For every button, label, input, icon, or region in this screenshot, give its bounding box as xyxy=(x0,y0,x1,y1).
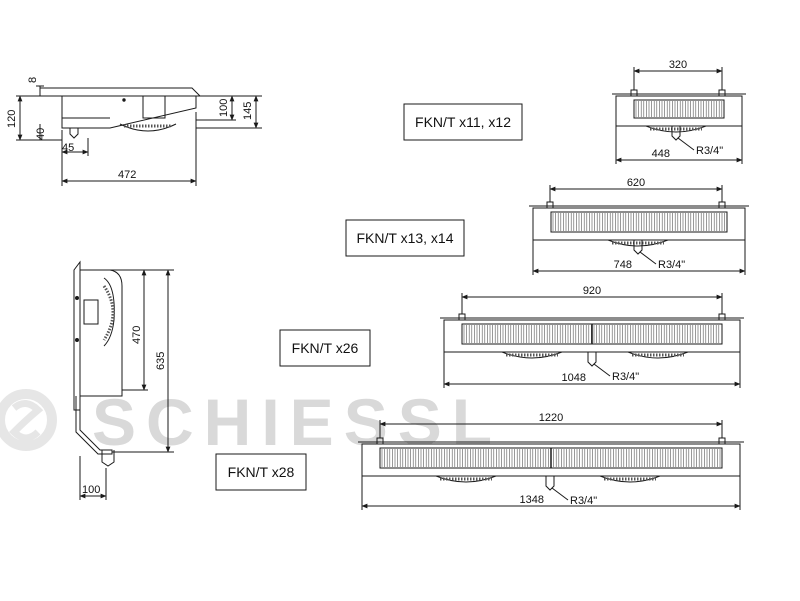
unit-fan-icon xyxy=(501,351,563,359)
unit-fan-icon xyxy=(607,239,669,247)
unit-view-2 xyxy=(529,185,749,275)
model-label-4: FKN/T x28 xyxy=(228,464,295,480)
dim-100-front: 100 xyxy=(82,484,100,496)
unit-top-dim: 320 xyxy=(669,59,687,71)
unit-connection: R3/4" xyxy=(570,495,597,507)
unit-fan-icon xyxy=(645,125,707,133)
unit-coil-fins-icon xyxy=(635,101,723,117)
model-label-2: FKN/T x13, x14 xyxy=(356,230,453,246)
dim-40: 40 xyxy=(35,128,47,140)
unit-coil-fins-icon xyxy=(381,449,721,467)
unit-leader xyxy=(639,251,657,265)
unit-view-1 xyxy=(612,67,746,164)
unit-bottom-dim: 1348 xyxy=(520,494,544,506)
unit-fan-icon xyxy=(599,475,661,483)
unit-bracket xyxy=(546,201,554,209)
unit-drain xyxy=(587,352,597,367)
unit-bracket xyxy=(718,89,726,97)
unit-coil-fins-icon xyxy=(552,213,725,231)
label-box-4 xyxy=(215,453,307,491)
dim-45: 45 xyxy=(62,142,74,154)
unit-top-dim: 620 xyxy=(627,177,645,189)
watermark-logo-icon xyxy=(0,389,57,451)
model-labels: FKN/T x11, x12 FKN/T x13, x14 FKN/T x26 … xyxy=(215,103,523,491)
unit-fan-icon xyxy=(627,351,689,359)
side-conn-box xyxy=(142,95,166,119)
side-fan-icon xyxy=(119,123,177,132)
label-box-2 xyxy=(345,219,465,257)
label-box-3 xyxy=(279,329,371,367)
unit-bottom-dim: 448 xyxy=(652,148,670,160)
unit-bracket xyxy=(718,437,726,445)
unit-leader xyxy=(593,363,611,377)
unit-connection: R3/4" xyxy=(658,259,685,271)
model-label-3: FKN/T x26 xyxy=(292,340,359,356)
unit-top-dim: 1220 xyxy=(539,412,563,424)
front-fan-icon xyxy=(102,285,115,341)
unit-coil xyxy=(550,211,728,233)
unit-top-dim: 920 xyxy=(583,285,601,297)
unit-drain xyxy=(633,240,643,255)
unit-coil xyxy=(633,99,725,119)
side-dot xyxy=(122,98,126,102)
unit-bottom-dim: 1048 xyxy=(562,372,586,384)
front-view-dims: 470 635 100 xyxy=(82,326,167,496)
unit-view-4 xyxy=(358,420,744,510)
unit-connection: R3/4" xyxy=(612,371,639,383)
side-view xyxy=(16,85,262,186)
unit-connection: R3/4" xyxy=(696,145,723,157)
side-body xyxy=(61,96,197,129)
model-label-1: FKN/T x11, x12 xyxy=(415,114,511,130)
unit-bottom-dim: 748 xyxy=(614,259,632,271)
unit-bracket xyxy=(718,201,726,209)
unit-coil-fins-icon xyxy=(463,325,720,343)
unit-bracket xyxy=(630,89,638,97)
side-drain xyxy=(69,128,79,139)
unit-leader xyxy=(677,137,695,151)
front-view xyxy=(73,260,174,500)
unit-drain xyxy=(671,126,681,141)
unit-view-3 xyxy=(440,293,744,388)
dim-145: 145 xyxy=(242,102,254,120)
unit-leader xyxy=(551,487,569,501)
dim-470: 470 xyxy=(131,326,143,344)
dim-100-side: 100 xyxy=(218,99,230,117)
dim-8: 8 xyxy=(27,77,39,83)
side-top-plate xyxy=(40,87,202,97)
unit-fan-icon xyxy=(435,475,497,483)
side-view-dims: 8 120 40 45 472 100 145 xyxy=(6,77,254,181)
unit-bracket xyxy=(718,313,726,321)
unit-drain xyxy=(545,476,555,491)
dim-472: 472 xyxy=(118,169,136,181)
label-box-1 xyxy=(403,103,523,141)
unit-casing xyxy=(615,95,743,127)
dim-120: 120 xyxy=(6,110,18,128)
dim-635: 635 xyxy=(155,352,167,370)
unit-bracket xyxy=(458,313,466,321)
